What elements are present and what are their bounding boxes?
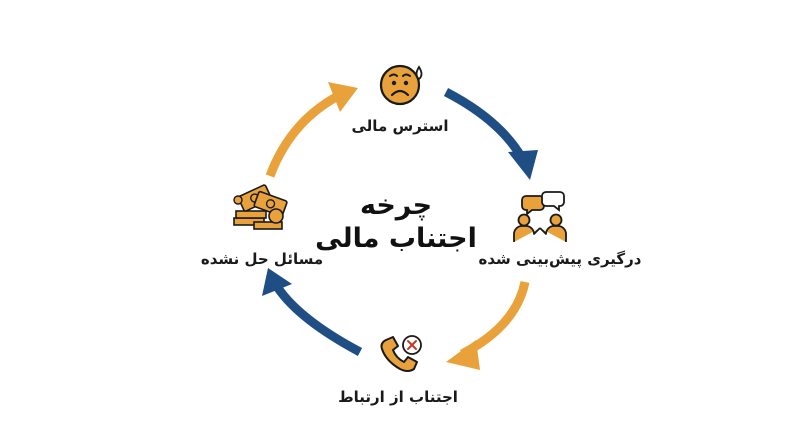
diagram-title-line2: اجتناب مالی	[315, 223, 477, 254]
money-pile-icon	[233, 184, 288, 230]
diagram-title-line1: چرخه	[359, 190, 433, 221]
arrow-unresolved-to-stress	[265, 82, 358, 178]
arrow-stress-to-conflict	[443, 88, 538, 180]
node-label-unresolved-issues: مسائل حل نشده	[200, 250, 324, 268]
arrow-conflict-to-avoidance	[446, 280, 530, 370]
worried-face-icon	[379, 64, 423, 106]
node-label-financial-stress: استرس مالی	[351, 117, 449, 135]
arrow-avoidance-to-unresolved	[262, 268, 363, 356]
people-arguing-icon	[513, 191, 567, 242]
node-label-anticipated-conflict: درگیری پیش‌بینی شده	[478, 250, 642, 268]
phone-declined-icon	[380, 335, 422, 372]
node-label-avoiding-communication: اجتناب از ارتباط	[338, 388, 458, 406]
